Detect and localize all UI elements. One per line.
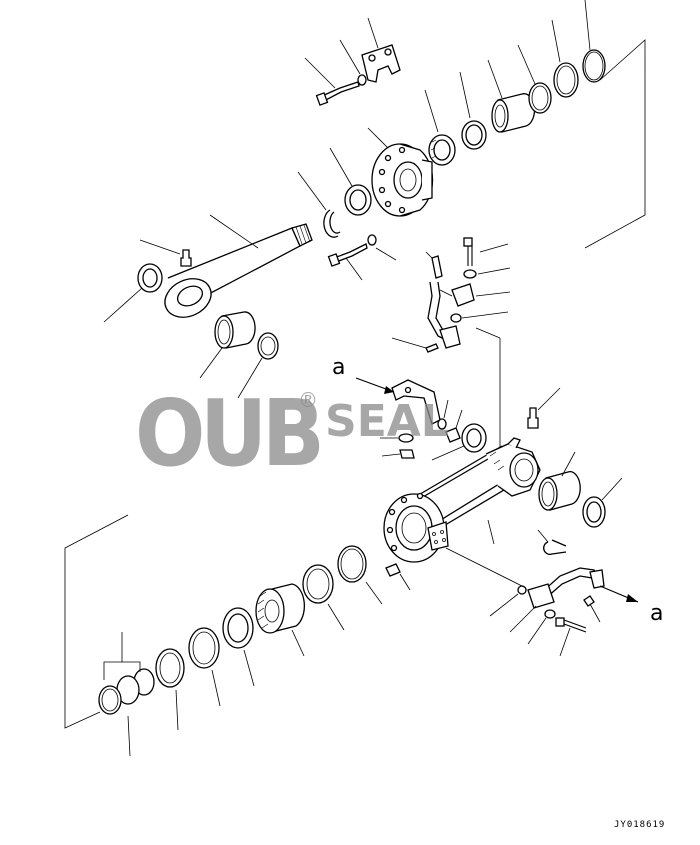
lower-pipe-pin	[583, 595, 601, 623]
watermark-registered-mark: ®	[298, 388, 318, 412]
lower-u-bolt	[537, 529, 567, 555]
upper-seal-ring-2	[459, 71, 487, 150]
pipe-flange-bolt	[463, 237, 511, 279]
bracket-side-nut	[445, 409, 463, 443]
bracket-side-washer	[437, 399, 449, 430]
watermark-brand: OUB	[135, 380, 325, 487]
cylinder-bottom-clevis	[485, 437, 541, 497]
piston	[255, 583, 306, 657]
piston-wear-ring	[222, 607, 255, 687]
upper-hydraulic-pipe	[425, 251, 475, 349]
pipe-flange-o-ring	[450, 291, 511, 323]
piston-backup-ring-set	[98, 632, 155, 757]
piston-ring-1	[337, 545, 383, 605]
bracket-washer	[380, 433, 414, 443]
piston-rod	[164, 214, 313, 318]
drawing-id: JY018619	[614, 820, 666, 830]
lower-pipe-bolt	[509, 605, 587, 657]
rod-end-bushing	[199, 311, 256, 379]
upper-seal-ring-4	[551, 19, 579, 98]
lower-hydraulic-pipe	[527, 567, 639, 609]
piston-ring-2	[302, 564, 345, 631]
assembly-guide-lines	[475, 327, 501, 448]
rod-end-seal	[103, 263, 163, 323]
lower-pipe-o-ring	[489, 585, 527, 617]
lower-group-frame	[64, 514, 129, 729]
rod-grease-fitting	[139, 239, 192, 267]
small-pin	[391, 337, 439, 353]
upper-seal-ring-1	[424, 89, 456, 166]
barrel-dust-seal	[582, 477, 623, 528]
piston-cushion-ring	[155, 648, 185, 731]
bracket-nut	[381, 449, 415, 459]
head-cover-flange	[367, 127, 434, 217]
rod-end-dust-seal	[237, 332, 279, 399]
barrel-plug	[385, 563, 411, 591]
cylinder-barrel	[383, 445, 515, 563]
watermark-suffix: SEAL	[325, 396, 449, 447]
callout-label-top: a	[332, 355, 346, 380]
barrel-side-seal	[431, 423, 487, 461]
top-bracket	[361, 17, 401, 83]
callout-label-right: a	[650, 601, 664, 626]
upper-group-frame	[584, 39, 646, 249]
top-bolt	[304, 57, 360, 106]
upper-seal-ring-3	[517, 44, 552, 114]
upper-o-ring	[582, 0, 606, 83]
upper-bushing	[487, 59, 536, 133]
flange-bolt	[327, 234, 397, 281]
rod-wiper-ring	[329, 147, 372, 216]
barrel-bushing	[538, 451, 581, 511]
clamp-bracket	[355, 377, 441, 425]
lower-guide-lines	[445, 547, 527, 589]
barrel-grease-fitting	[527, 387, 561, 429]
top-washer	[339, 39, 367, 86]
rod-snap-ring	[297, 171, 341, 238]
piston-seal-ring	[188, 627, 221, 707]
